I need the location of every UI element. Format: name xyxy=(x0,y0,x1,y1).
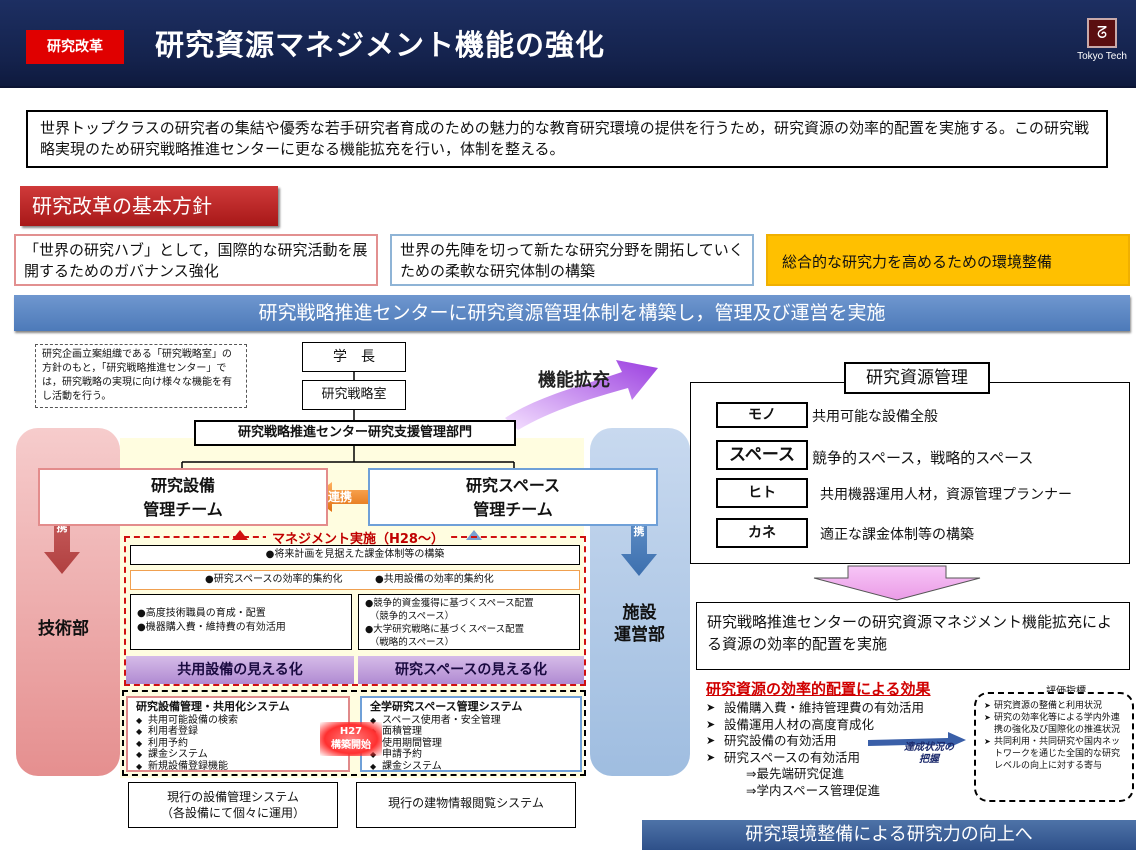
evaluation-box: 研究資源の整備と利用状況 研究の効率化等による学内外連携の強化及び国際化の推進状… xyxy=(974,692,1134,802)
center-banner: 研究戦略推進センターに研究資源管理体制を構築し，管理及び運営を実施 xyxy=(14,295,1130,331)
list-item: 課金システム xyxy=(370,761,572,773)
list-item: 申請予約 xyxy=(370,749,572,761)
header-badge: 研究改革 xyxy=(26,30,124,64)
strategy-note: 研究企画立案組織である「研究戦略室」の方針のもと，「研究戦略推進センター」では，… xyxy=(35,344,247,408)
logo-mark-icon: ᘔ xyxy=(1087,18,1117,48)
resource-value-space: 競争的スペース，戦略的スペース xyxy=(812,449,1034,467)
expansion-label: 機能拡充 xyxy=(538,370,610,391)
strategy-office-box: 研究戦略室 xyxy=(302,380,406,410)
equipment-consolidation-text: ●共用設備の効率的集約化 xyxy=(375,574,494,585)
logo-text: Tokyo Tech xyxy=(1077,51,1127,62)
management-title: マネジメント実施（H28〜） xyxy=(266,528,450,547)
space-system-title: 全学研究スペース管理システム xyxy=(370,700,523,713)
policy-title: 研究改革の基本方針 xyxy=(20,186,278,226)
management-consolidation-bar: ●研究スペースの効率的集約化 ●共用設備の効率的集約化 xyxy=(130,570,580,590)
progress-tracking-label: 達成状況の 把握 xyxy=(904,742,954,765)
president-box: 学 長 xyxy=(302,342,406,372)
resource-key-hito: ヒト xyxy=(716,478,808,508)
list-sub-item: ⇒学内スペース管理促進 xyxy=(746,782,880,798)
management-billing-bar: ●将来計画を見据えた課金体制等の構築 xyxy=(130,545,580,565)
resource-value-mono: 共用可能な設備全般 xyxy=(812,409,938,425)
current-equipment-system-box: 現行の設備管理システム （各設備にて個々に運用） xyxy=(128,782,338,828)
equipment-system-title: 研究設備管理・共用化システム xyxy=(136,700,290,713)
list-item: 課金システム xyxy=(136,749,340,761)
tokyo-tech-logo: ᘔ Tokyo Tech xyxy=(1072,18,1132,74)
current-building-system-box: 現行の建物情報閲覧システム xyxy=(356,782,576,828)
resource-key-mono: モノ xyxy=(716,402,808,428)
space-system-box: 全学研究スペース管理システム スペース使用者・安全管理 面積管理 使用期間管理 … xyxy=(360,696,582,772)
header-bar xyxy=(0,0,1136,88)
list-item: スペース使用者・安全管理 xyxy=(370,715,572,727)
resource-key-kane: カネ xyxy=(716,518,808,548)
list-item: 使用期間管理 xyxy=(370,738,572,750)
policy-item-2: 世界の先陣を切って新たな研究分野を開拓していくための柔軟な研究体制の構築 xyxy=(390,234,754,286)
intro-text: 世界トップクラスの研究者の集結や優秀な若手研究者育成のための魅力的な教育研究環境… xyxy=(26,110,1108,168)
management-space-box: ●競争的資金獲得に基づくスペース配置 （競争的スペース） ●大学研究戦略に基づく… xyxy=(358,594,580,650)
list-item: 研究設備の有効活用 xyxy=(706,733,974,750)
h27-start-badge: H27 構築開始 xyxy=(320,722,382,756)
list-item: 設備購入費・維持管理費の有効活用 xyxy=(706,700,974,717)
list-item: 新規設備登録機能 xyxy=(136,761,340,773)
page-title: 研究資源マネジメント機能の強化 xyxy=(155,28,606,62)
equipment-team-box: 研究設備 管理チーム xyxy=(38,468,328,526)
list-item: 研究の効率化等による学内外連携の強化及び国際化の推進状況 xyxy=(984,712,1124,736)
list-item: 研究資源の整備と利用状況 xyxy=(984,700,1124,712)
list-item: 共同利用・共同研究や国内ネットワークを通じた全国的な研究レベルの向上に対する寄与 xyxy=(984,736,1124,772)
resource-key-space: スペース xyxy=(716,440,808,470)
systems-frame xyxy=(122,690,586,776)
list-item: 研究スペースの有効活用 xyxy=(706,750,974,767)
facility-dept-label: 施設 運営部 xyxy=(614,603,665,645)
policy-item-1: 「世界の研究ハブ」として，国際的な研究活動を展開するためのガバナンス強化 xyxy=(14,234,378,286)
space-team-box: 研究スペース 管理チーム xyxy=(368,468,658,526)
resource-value-kane: 適正な課金体制等の構築 xyxy=(820,527,974,543)
policy-item-3: 総合的な研究力を高めるための環境整備 xyxy=(766,234,1130,286)
renkei-mid-label: 連携 xyxy=(328,490,353,504)
resource-value-hito: 共用機器運用人材，資源管理プランナー xyxy=(820,487,1072,503)
list-item: 利用予約 xyxy=(136,738,340,750)
list-item: 設備運用人材の高度育成化 xyxy=(706,717,974,734)
list-item: 利用者登録 xyxy=(136,726,340,738)
list-item: 共用可能設備の検索 xyxy=(136,715,340,727)
list-item: 面積管理 xyxy=(370,726,572,738)
equipment-system-box: 研究設備管理・共用化システム 共用可能設備の検索 利用者登録 利用予約 課金シス… xyxy=(126,696,350,772)
tech-dept-label: 技術部 xyxy=(38,619,89,639)
resource-management-title: 研究資源管理 xyxy=(844,362,990,394)
final-banner: 研究環境整備による研究力の向上へ xyxy=(642,820,1136,850)
center-department-box: 研究戦略推進センター研究支援管理部門 xyxy=(194,420,516,446)
space-visualization-bar: 研究スペースの見える化 xyxy=(358,656,584,684)
evaluation-label: 評価指標 xyxy=(1046,682,1086,697)
list-sub-item: ⇒最先端研究促進 xyxy=(746,766,844,781)
management-staff-box: ●高度技術職員の育成・配置 ●機器購入費・維持費の有効活用 xyxy=(130,594,352,650)
effects-list: 設備購入費・維持管理費の有効活用 設備運用人材の高度育成化 研究設備の有効活用 … xyxy=(706,700,974,799)
effects-title: 研究資源の効率的配置による効果 xyxy=(706,680,931,698)
space-consolidation-text: ●研究スペースの効率的集約化 xyxy=(205,574,343,585)
equipment-visualization-bar: 共用設備の見える化 xyxy=(126,656,354,684)
result-box: 研究戦略推進センターの研究資源マネジメント機能拡充による資源の効率的配置を実施 xyxy=(696,602,1130,670)
